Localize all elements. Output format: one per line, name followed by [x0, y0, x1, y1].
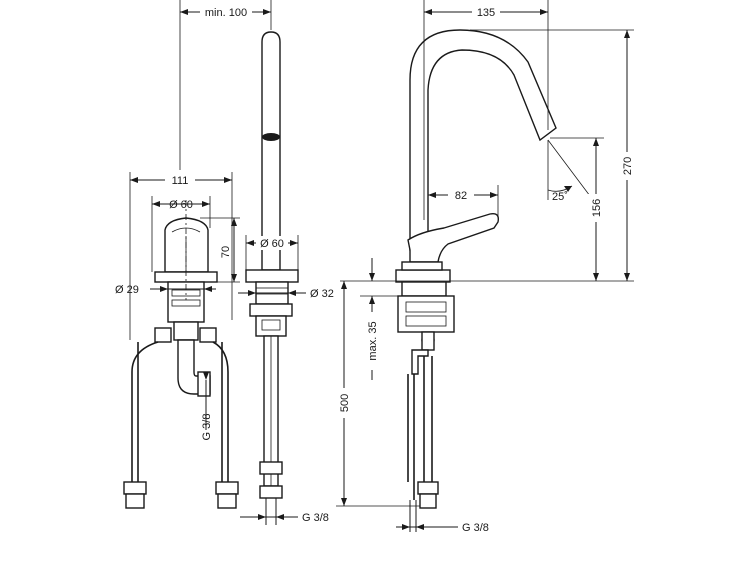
right-hose-nut: [417, 481, 439, 495]
dim-70: 70: [220, 246, 232, 258]
right-valve-body: [397, 295, 455, 333]
dim-min-100: min. 100: [205, 7, 247, 19]
middle-view: [245, 31, 299, 525]
middle-rod-nut: [259, 485, 283, 499]
dim-500: 500: [339, 394, 351, 412]
dim-dia60-left: Ø 60: [169, 199, 193, 211]
middle-valve: [255, 315, 287, 337]
dim-dia32: Ø 32: [310, 288, 334, 300]
dim-g38-right: G 3/8: [462, 522, 489, 534]
left-hose-nut-1: [123, 481, 147, 495]
middle-dimensions: min. 100 Ø 60 Ø 32 G 3/8: [179, 0, 334, 524]
dim-82: 82: [455, 190, 467, 202]
dim-dia29: Ø 29: [115, 284, 139, 296]
left-hose-nut-2: [215, 481, 239, 495]
middle-spout: [261, 31, 281, 271]
dim-dia60-mid: Ø 60: [260, 238, 284, 250]
dim-156: 156: [591, 199, 603, 217]
dim-135: 135: [477, 7, 495, 19]
dim-111: 111: [172, 175, 189, 187]
right-base-plate: [395, 269, 451, 283]
aerator-marker: [262, 133, 280, 141]
dim-25-deg: 25˚: [552, 191, 568, 203]
left-dimensions: 111 Ø 60 70 Ø 29 G 3/8: [115, 172, 240, 440]
left-handle: [164, 217, 209, 273]
right-view: [395, 29, 557, 532]
middle-base-plate: [245, 269, 299, 283]
left-view: [123, 200, 239, 509]
right-spout: [409, 29, 557, 251]
dim-g38-left: G 3/8: [201, 414, 213, 441]
dim-g38-mid: G 3/8: [302, 512, 329, 524]
dim-max-35: max. 35: [367, 321, 379, 360]
right-dimensions: 135 82 25˚ 156 270: [333, 0, 635, 534]
dim-270: 270: [622, 157, 634, 175]
